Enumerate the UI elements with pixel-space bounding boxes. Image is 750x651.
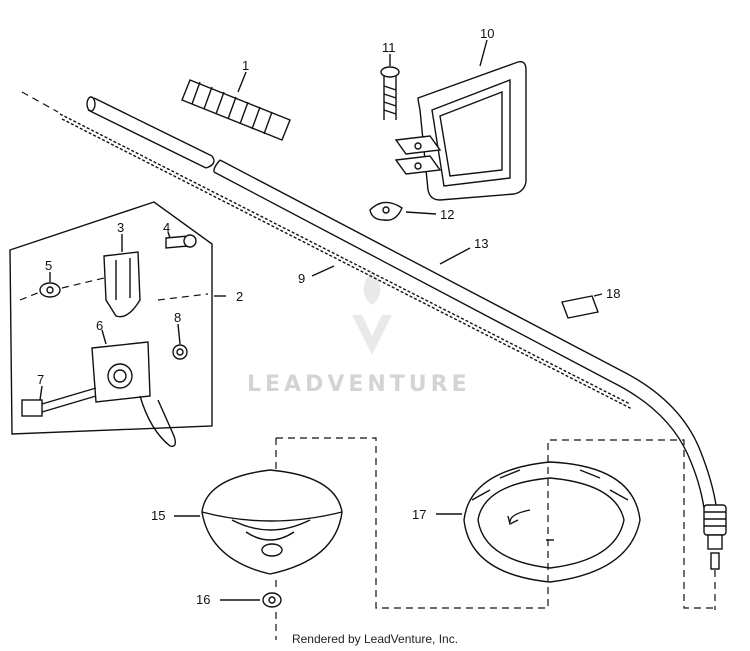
callout-15: 15 [151,508,165,523]
callout-5: 5 [45,258,52,273]
callout-16: 16 [196,592,210,607]
wing-nut-12 [369,201,403,221]
callout-numbers: 1 2 3 4 5 6 7 8 9 10 11 12 13 15 16 17 1… [37,26,620,607]
bolt-11 [380,66,400,120]
gear-head [703,504,727,610]
bolt-7 [21,387,97,417]
cup-15 [201,469,343,575]
callout-6: 6 [96,318,103,333]
footer-credit: Rendered by LeadVenture, Inc. [291,632,459,646]
callout-17: 17 [412,507,426,522]
drive-shaft-tube [86,96,717,509]
callout-11: 11 [382,40,396,55]
callout-12: 12 [440,207,454,222]
decal-18 [561,295,599,319]
nut-16 [262,592,282,608]
throttle-clip-3 [103,251,141,318]
screw-4 [165,234,197,249]
callout-2: 2 [236,289,243,304]
handle-clamp [394,135,442,175]
leader-lines [39,39,603,601]
throttle-housing-6 [91,341,177,447]
loop-handle [417,60,527,201]
leadventure-logo [352,270,392,355]
callout-13: 13 [474,236,488,251]
nut-5 [39,282,61,298]
handle-grip [181,79,291,141]
watermark-text: LEADVENTURE [247,372,471,397]
callout-18: 18 [606,286,620,301]
callout-3: 3 [117,220,124,235]
callout-7: 7 [37,372,44,387]
callout-1: 1 [242,58,249,73]
spring-8 [172,344,188,360]
flex-drive-cable [59,113,633,410]
callout-4: 4 [163,220,170,235]
callout-8: 8 [174,310,181,325]
cover-17 [463,461,641,583]
callout-9: 9 [298,271,305,286]
throttle-assembly-box [9,201,213,435]
callout-10: 10 [480,26,494,41]
